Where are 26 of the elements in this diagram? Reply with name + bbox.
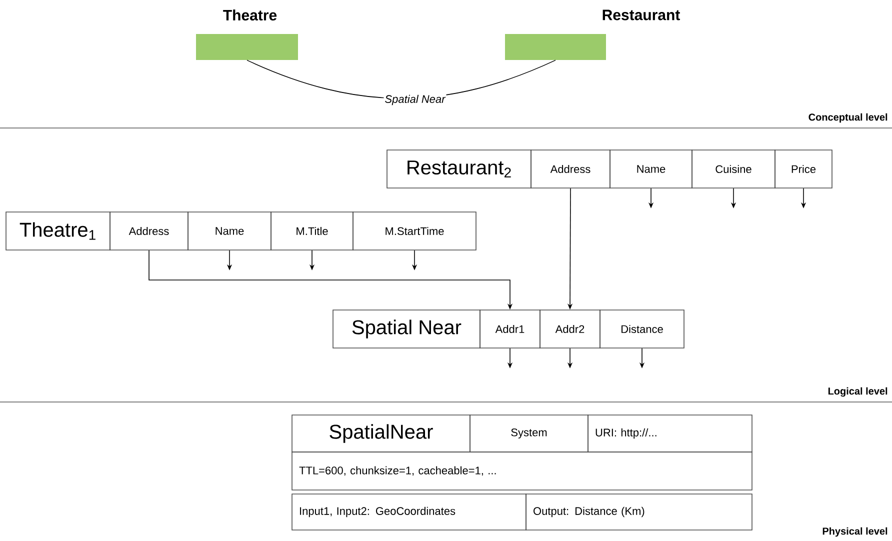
- attribute-cell: Address: [530, 150, 610, 188]
- attribute-cell: M.Title: [270, 212, 354, 250]
- edge-label: Spatial Near: [384, 94, 446, 106]
- relation-name-cell: Theatre$_{1}$: [6, 212, 110, 250]
- attribute-cell: Name: [188, 212, 272, 250]
- attribute-cell: M.StartTime: [352, 212, 476, 250]
- attribute-cell: Addr1: [480, 310, 540, 348]
- attribute-cell: Price: [774, 150, 832, 188]
- level-label: Physical level: [822, 527, 888, 537]
- table-cell: System: [470, 414, 588, 452]
- attribute-cell: Distance: [600, 310, 684, 348]
- table-cell: TTL=600, chunksize=1, cacheable=1, ...: [292, 452, 752, 490]
- level-label: Logical level: [828, 387, 888, 397]
- table-cell: Output: Distance (Km): [526, 494, 752, 530]
- table-cell: URI: http://...: [588, 414, 752, 452]
- service-name-cell: SpatialNear: [292, 414, 470, 452]
- attribute-cell: Addr2: [540, 310, 600, 348]
- relation-name-cell: Restaurant$_{2}$: [386, 150, 532, 188]
- attribute-cell: Cuisine: [692, 150, 776, 188]
- attribute-cell: Name: [610, 150, 692, 188]
- heading: Restaurant: [602, 10, 680, 20]
- table-cell: Input1, Input2: GeoCoordinates: [292, 494, 526, 530]
- relation-name-cell: Spatial Near: [332, 310, 480, 348]
- level-label: Conceptual level: [808, 113, 888, 123]
- attribute-cell: Address: [110, 212, 188, 250]
- heading: Theatre: [223, 10, 277, 20]
